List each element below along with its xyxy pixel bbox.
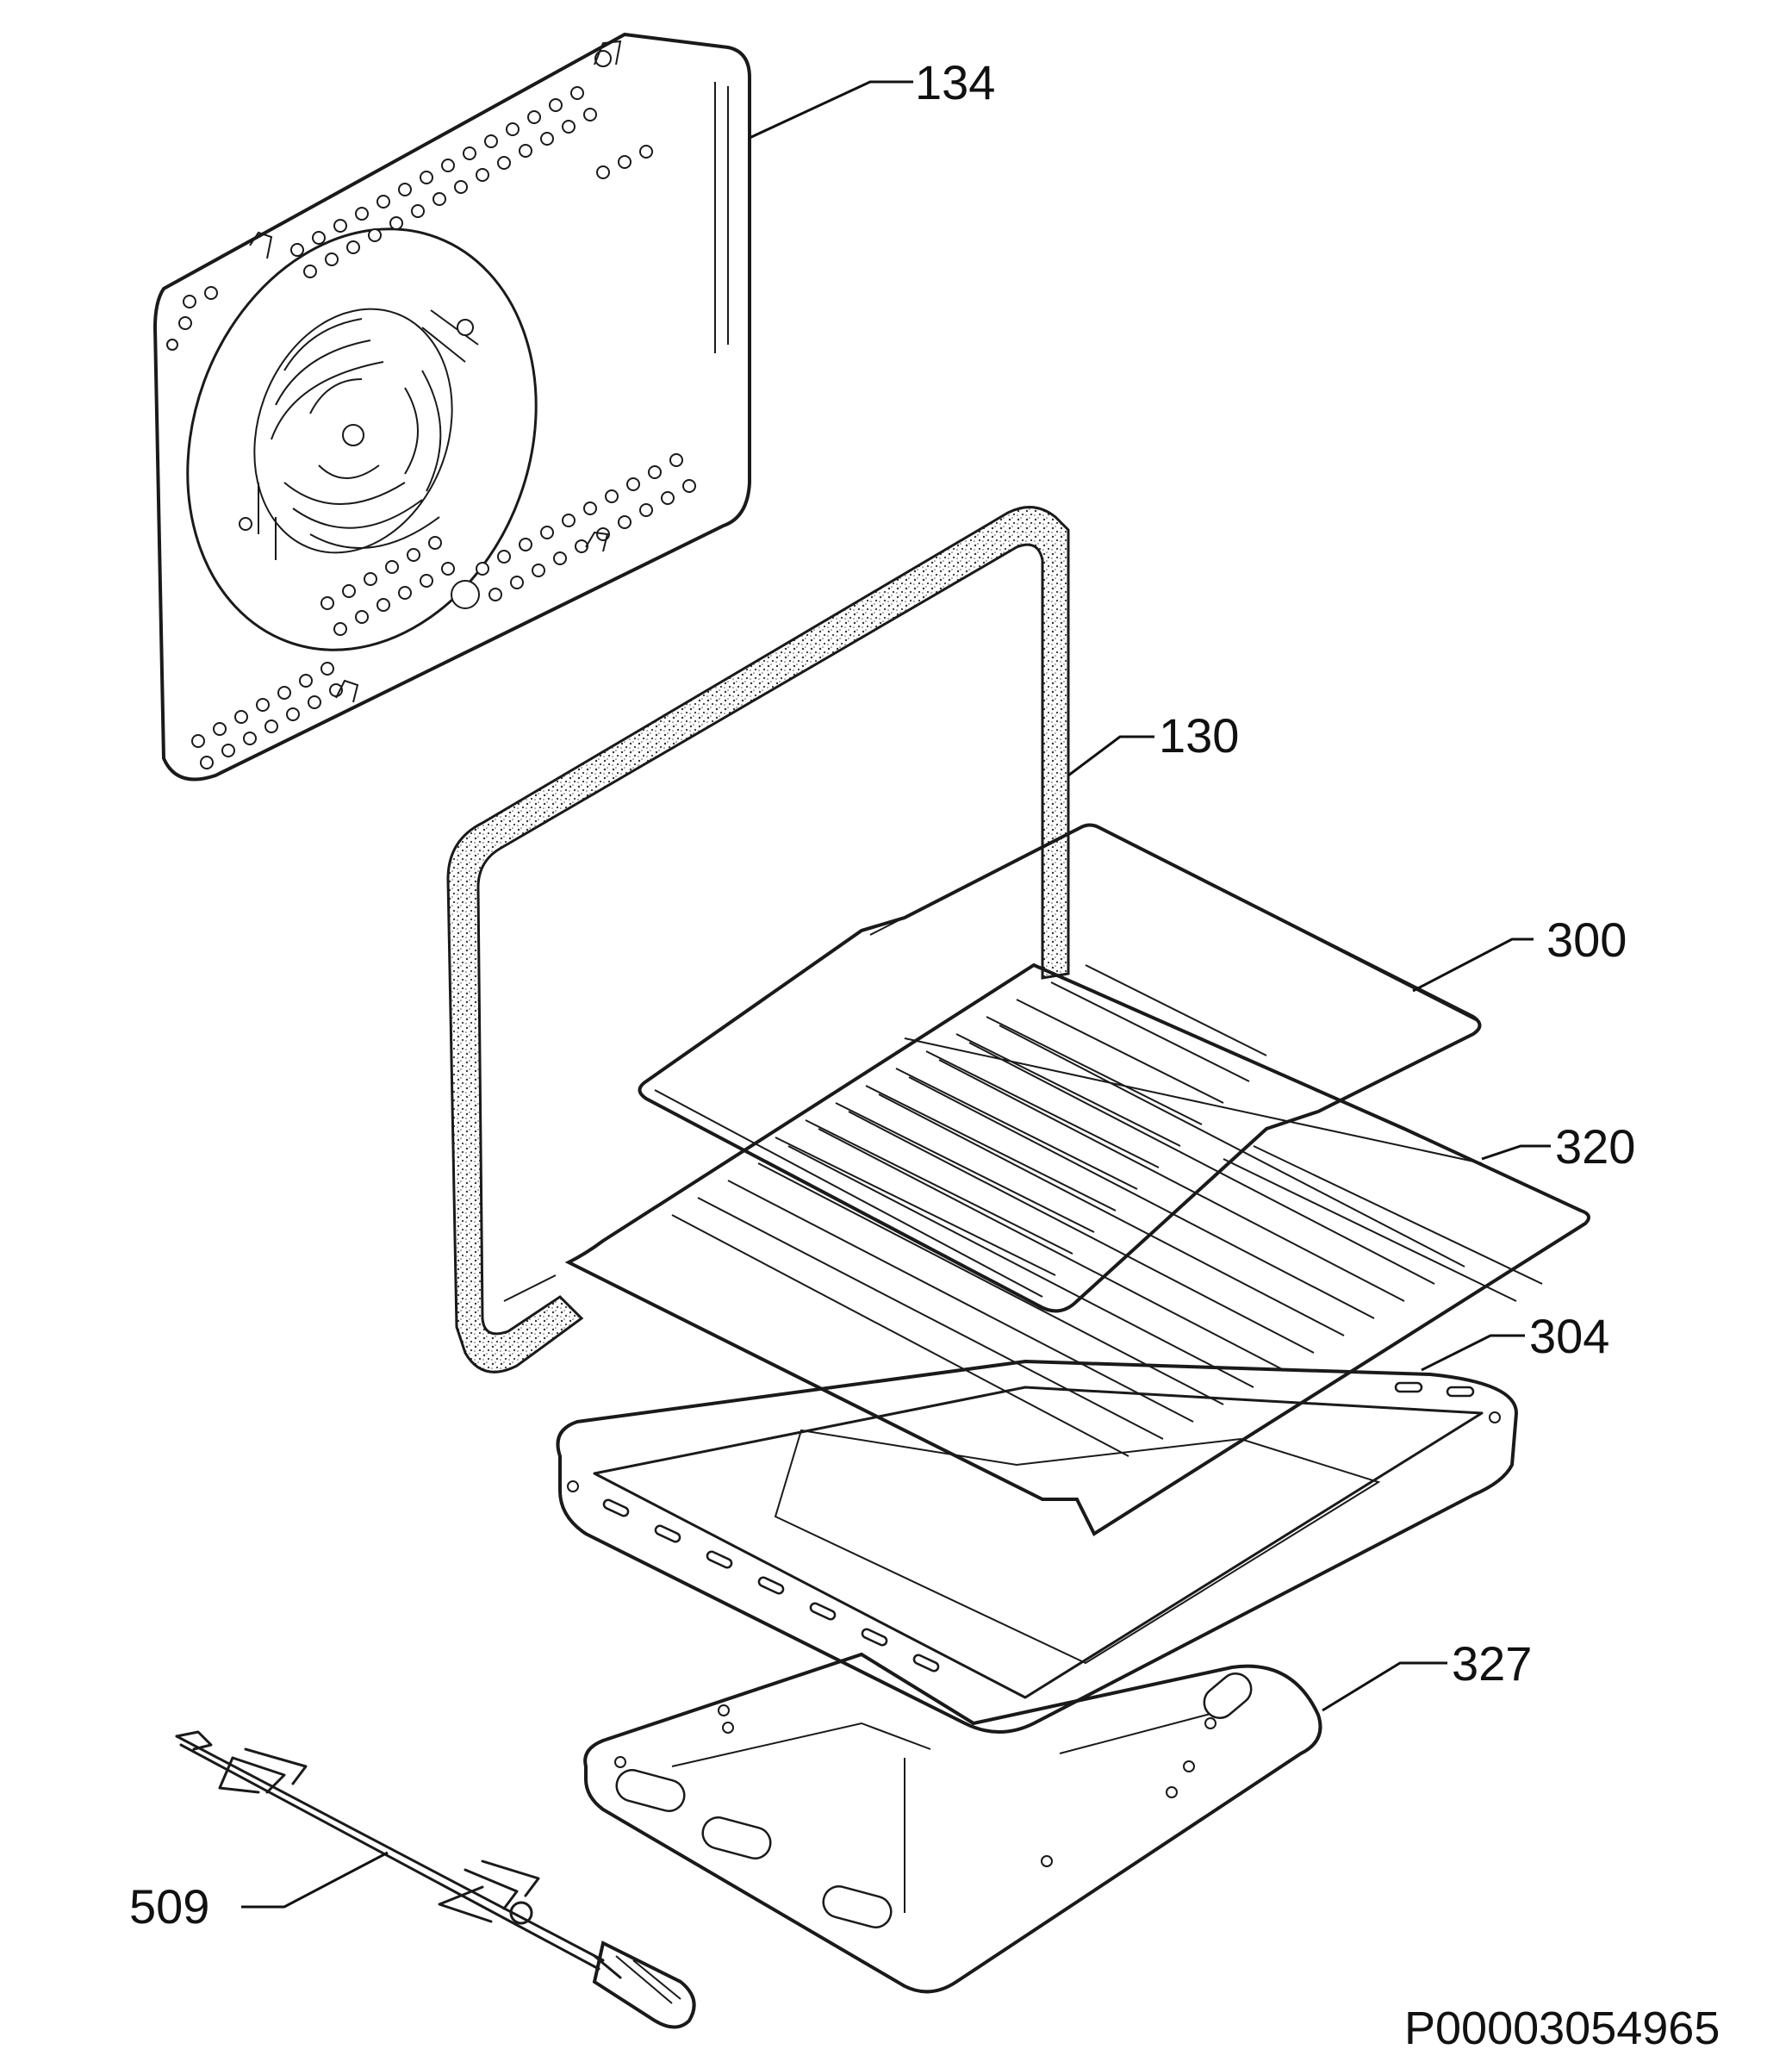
part-label-304: 304 [1529, 1309, 1609, 1363]
part-label-509: 509 [129, 1879, 209, 1934]
baking-tray-304 [556, 1359, 1519, 1734]
back-panel-134 [152, 32, 751, 782]
document-code: P00003054965 [1404, 2003, 1720, 2054]
door-seal-130 [446, 506, 1070, 1373]
leader-320 [1481, 1144, 1551, 1161]
part-label-320: 320 [1555, 1119, 1635, 1174]
leader-304 [1421, 1334, 1525, 1372]
leader-300 [1412, 937, 1534, 993]
leader-130 [1067, 735, 1154, 777]
part-label-130: 130 [1159, 708, 1239, 763]
leader-327 [1322, 1661, 1447, 1712]
leader-lines [241, 80, 1551, 1909]
rotisserie-spit-509 [175, 1730, 696, 2029]
part-label-134: 134 [915, 55, 995, 109]
part-label-300: 300 [1546, 913, 1627, 967]
bottom-cover-327 [583, 1652, 1322, 1994]
part-label-327: 327 [1452, 1636, 1532, 1691]
leader-134 [749, 80, 913, 140]
wire-shelf-300 [638, 823, 1482, 1313]
leader-509 [241, 1851, 389, 1909]
